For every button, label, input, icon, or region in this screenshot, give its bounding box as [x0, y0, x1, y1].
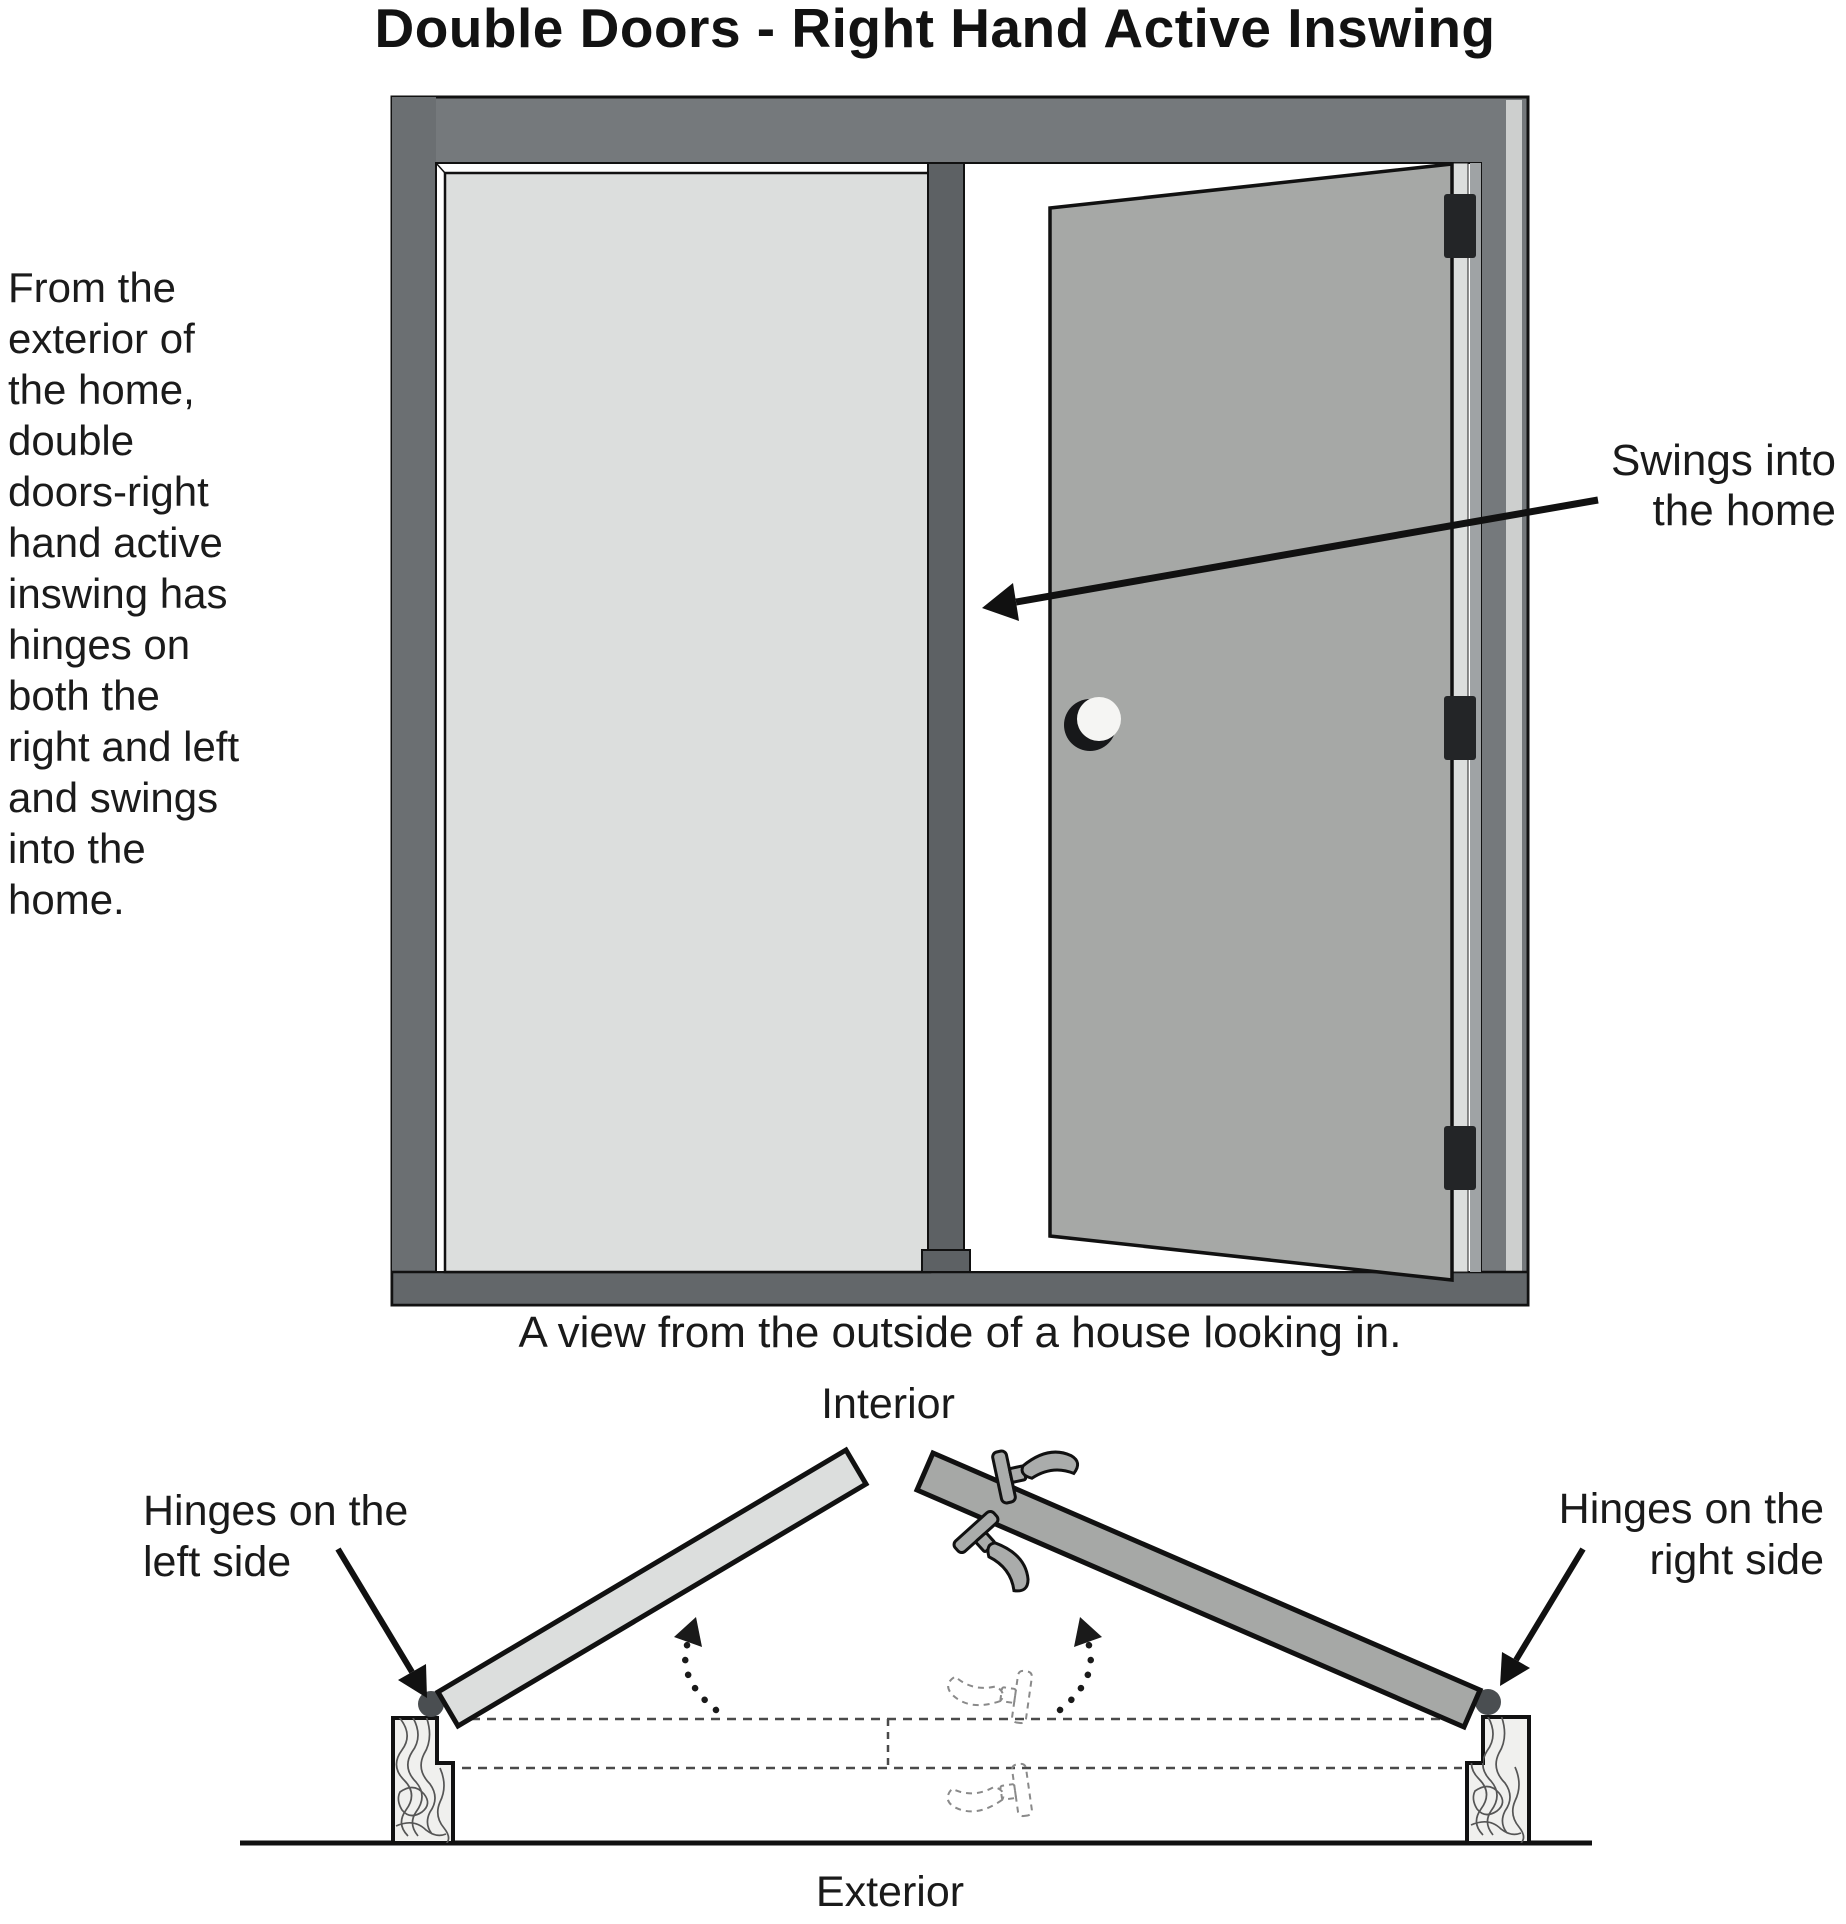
swing-arrow-head-icon — [982, 583, 1019, 621]
right-pivot-hinge-icon — [1475, 1689, 1501, 1715]
swing-arrow-line — [1015, 496, 1599, 606]
exterior-label: Exterior — [815, 1868, 965, 1916]
center-mullion-foot — [921, 1249, 971, 1273]
left-pivot-hinge-icon — [418, 1691, 444, 1717]
left-door-closed — [443, 171, 932, 1274]
right-hinge-arrow-line — [1513, 1547, 1586, 1662]
hinge-bottom-icon — [1444, 1126, 1476, 1190]
hinges-right-annotation: Hinges on the right side — [1558, 1485, 1824, 1584]
door-frame-sill — [390, 1270, 1530, 1307]
right-hinge-arrow-head-icon — [1500, 1652, 1530, 1686]
center-mullion — [927, 162, 965, 1273]
description-text: From the exterior of the home, double do… — [8, 264, 240, 923]
swing-annotation-label: Swings into the home — [1610, 436, 1836, 535]
hinge-top-icon — [1444, 194, 1476, 258]
left-swing-arc — [682, 1638, 720, 1714]
right-swing-arc — [1056, 1638, 1094, 1714]
door-frame-right-highlight — [1506, 100, 1522, 1302]
hinges-left-annotation: Hinges on the left side — [143, 1487, 409, 1586]
right-swing-arc-head-icon — [1074, 1617, 1102, 1647]
door-frame-left-jamb — [392, 97, 436, 1305]
ghost-handle-exterior-icon — [943, 1762, 1034, 1828]
left-hinge-arrow-head-icon — [398, 1664, 427, 1698]
active-door-handle-interior-icon — [990, 1434, 1085, 1506]
ghost-handle-interior-icon — [943, 1659, 1034, 1725]
left-hinge-arrow-line — [335, 1547, 415, 1674]
hinge-middle-icon — [1444, 696, 1476, 760]
right-door-open — [1048, 162, 1454, 1282]
front-view-caption: A view from the outside of a house looki… — [518, 1308, 1402, 1357]
interior-label: Interior — [821, 1380, 955, 1428]
plan-left-door-slab — [434, 1446, 870, 1730]
door-knob-icon — [1077, 697, 1121, 741]
left-door-bevel-line — [435, 162, 446, 174]
plan-right-door-slab — [913, 1449, 1484, 1731]
left-swing-arc-head-icon — [674, 1617, 702, 1647]
page-title: Double Doors - Right Hand Active Inswing — [374, 0, 1496, 59]
